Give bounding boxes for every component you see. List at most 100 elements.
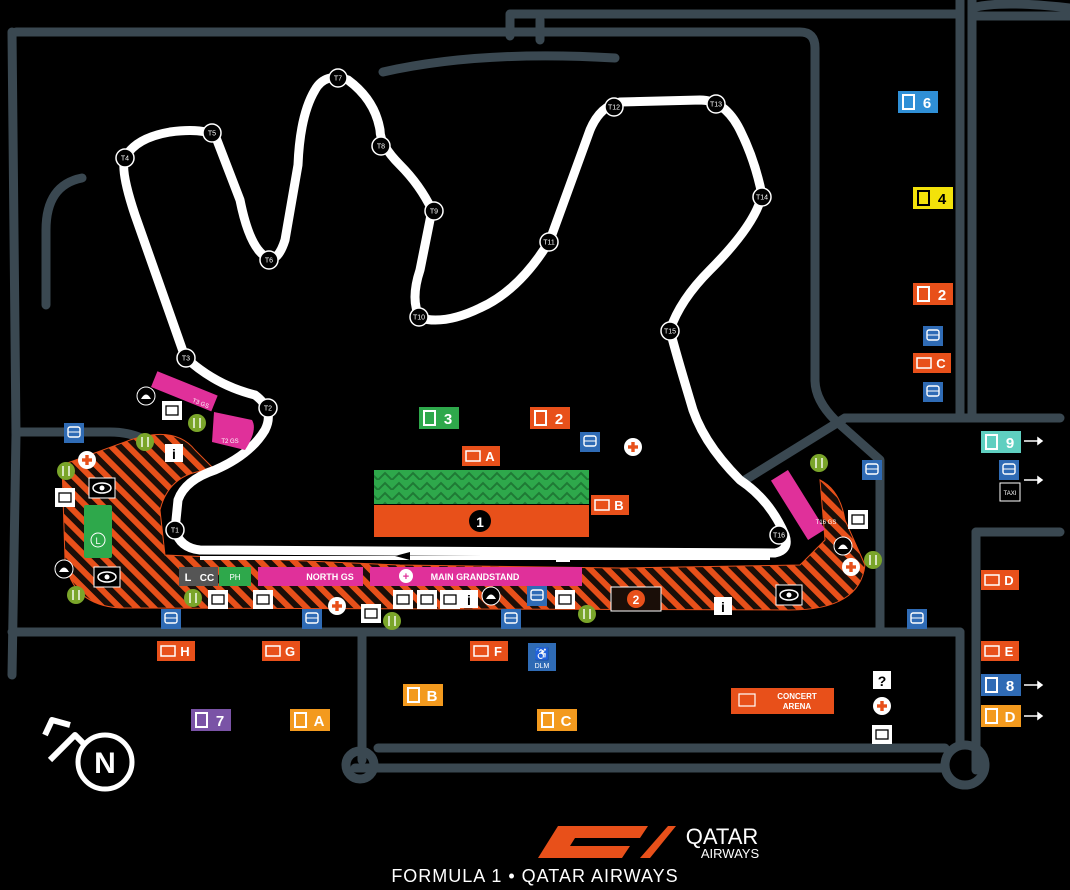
- l-zone[interactable]: L: [84, 505, 112, 558]
- turn-label: T3: [182, 356, 190, 363]
- turn-marker-7: T7: [328, 68, 348, 88]
- first-aid-icon[interactable]: [873, 697, 891, 715]
- gate-signs: A B C D E F G H: [157, 353, 1019, 661]
- viewpoint-eye-icon[interactable]: [775, 584, 803, 606]
- gate-sign[interactable]: G: [262, 641, 300, 661]
- bus-icon[interactable]: [923, 382, 943, 402]
- gate-sign[interactable]: H: [157, 641, 195, 661]
- first-aid-icon[interactable]: [78, 451, 96, 469]
- facility-icon[interactable]: [162, 401, 182, 420]
- viewpoint-eye-icon[interactable]: [88, 477, 116, 499]
- gate-label: H: [180, 644, 189, 659]
- turn-marker-8: T8: [371, 136, 391, 156]
- bus-icon[interactable]: [64, 423, 84, 443]
- gate-sign[interactable]: A: [462, 446, 500, 466]
- food-token-icon[interactable]: [67, 586, 85, 604]
- help-icon[interactable]: ?: [873, 671, 891, 689]
- bus-icon[interactable]: [923, 326, 943, 346]
- parking-label: A: [314, 713, 325, 730]
- svg-text:?: ?: [878, 673, 887, 689]
- facility-icon[interactable]: [872, 725, 892, 744]
- parking-sign[interactable]: 2: [913, 283, 953, 305]
- dining-cloche-icon[interactable]: [54, 559, 74, 579]
- bus-icon[interactable]: [302, 609, 322, 629]
- main-grandstand-stand[interactable]: + MAIN GRANDSTAND: [370, 567, 582, 586]
- dlm-accessibility[interactable]: ♿ DLM: [528, 643, 556, 671]
- info-icon[interactable]: i: [714, 597, 732, 615]
- bus-icon[interactable]: [862, 460, 882, 480]
- food-token-icon[interactable]: [184, 589, 202, 607]
- facility-icon[interactable]: [848, 510, 868, 529]
- parking-sign[interactable]: C: [537, 709, 577, 731]
- gate-label: G: [285, 644, 295, 659]
- bus-stops: [64, 326, 1019, 629]
- parking-sign[interactable]: B: [403, 684, 443, 706]
- info-icon[interactable]: i: [460, 590, 478, 608]
- parking-sign[interactable]: 2: [530, 407, 570, 429]
- first-aid-icon[interactable]: [624, 438, 642, 456]
- facility-ph[interactable]: PH: [219, 567, 251, 586]
- dining-cloche-icon[interactable]: [136, 386, 156, 406]
- food-token-icon[interactable]: [136, 433, 154, 451]
- food-tokens: [57, 414, 882, 630]
- dining-cloche-icon[interactable]: [481, 586, 501, 606]
- facility-l[interactable]: L: [179, 567, 197, 586]
- food-token-icon[interactable]: [578, 605, 596, 623]
- svg-text:i: i: [172, 446, 176, 462]
- parking-sign[interactable]: D: [981, 705, 1021, 727]
- bus-icon[interactable]: [501, 609, 521, 629]
- parking-sign[interactable]: A: [290, 709, 330, 731]
- food-token-icon[interactable]: [188, 414, 206, 432]
- grandstand-2[interactable]: 2: [610, 586, 662, 612]
- grandstand-1[interactable]: 1: [374, 470, 589, 537]
- t16-gs-stand[interactable]: T16 GS: [770, 470, 836, 540]
- gate-sign[interactable]: C: [913, 353, 951, 373]
- bus-icon[interactable]: [999, 460, 1019, 480]
- parking-sign[interactable]: 7: [191, 709, 231, 731]
- concert-arena-line2: ARENA: [783, 702, 812, 711]
- food-token-icon[interactable]: [57, 462, 75, 480]
- facility-icon[interactable]: [253, 590, 273, 609]
- facility-icon[interactable]: [55, 488, 75, 507]
- food-token-icon[interactable]: [810, 454, 828, 472]
- first-aid-icon[interactable]: [328, 597, 346, 615]
- gate-sign[interactable]: D: [981, 570, 1019, 590]
- t2-gs-stand[interactable]: T2 GS: [212, 412, 254, 450]
- turn-marker-2: T2: [258, 398, 278, 418]
- north-compass: N: [42, 717, 135, 792]
- facility-icon[interactable]: [208, 590, 228, 609]
- viewpoint-eye-icon[interactable]: [93, 566, 121, 588]
- bus-icon[interactable]: [527, 586, 547, 606]
- parking-sign[interactable]: 9: [981, 431, 1021, 453]
- north-gs-stand[interactable]: NORTH GS: [258, 567, 363, 586]
- gate-sign[interactable]: E: [981, 641, 1019, 661]
- parking-sign[interactable]: 3: [419, 407, 459, 429]
- turn-marker-16: T16: [769, 525, 789, 545]
- gate-sign[interactable]: B: [591, 495, 629, 515]
- road-network: [7, 0, 1070, 775]
- bus-icon[interactable]: [161, 609, 181, 629]
- facility-icon[interactable]: [361, 604, 381, 623]
- concert-arena[interactable]: CONCERT ARENA: [731, 688, 834, 714]
- food-token-icon[interactable]: [383, 612, 401, 630]
- facility-icon[interactable]: [555, 590, 575, 609]
- facility-cc[interactable]: CC: [197, 567, 218, 586]
- taxi-stand[interactable]: TAXI: [999, 482, 1021, 502]
- facility-icon[interactable]: [440, 590, 460, 609]
- dlm-label: DLM: [535, 663, 550, 670]
- food-token-icon[interactable]: [864, 551, 882, 569]
- facility-icon[interactable]: [417, 590, 437, 609]
- bus-icon[interactable]: [580, 432, 600, 452]
- bus-icon[interactable]: [907, 609, 927, 629]
- gate-sign[interactable]: F: [470, 641, 508, 661]
- parking-sign[interactable]: 4: [913, 187, 953, 209]
- dining-cloche-icon[interactable]: [833, 536, 853, 556]
- parking-sign[interactable]: 8: [981, 674, 1021, 696]
- info-icon[interactable]: i: [165, 444, 183, 462]
- facility-icon[interactable]: [393, 590, 413, 609]
- parking-label: C: [561, 713, 572, 730]
- parking-sign[interactable]: 6: [898, 91, 938, 113]
- first-aid-icon[interactable]: [842, 558, 860, 576]
